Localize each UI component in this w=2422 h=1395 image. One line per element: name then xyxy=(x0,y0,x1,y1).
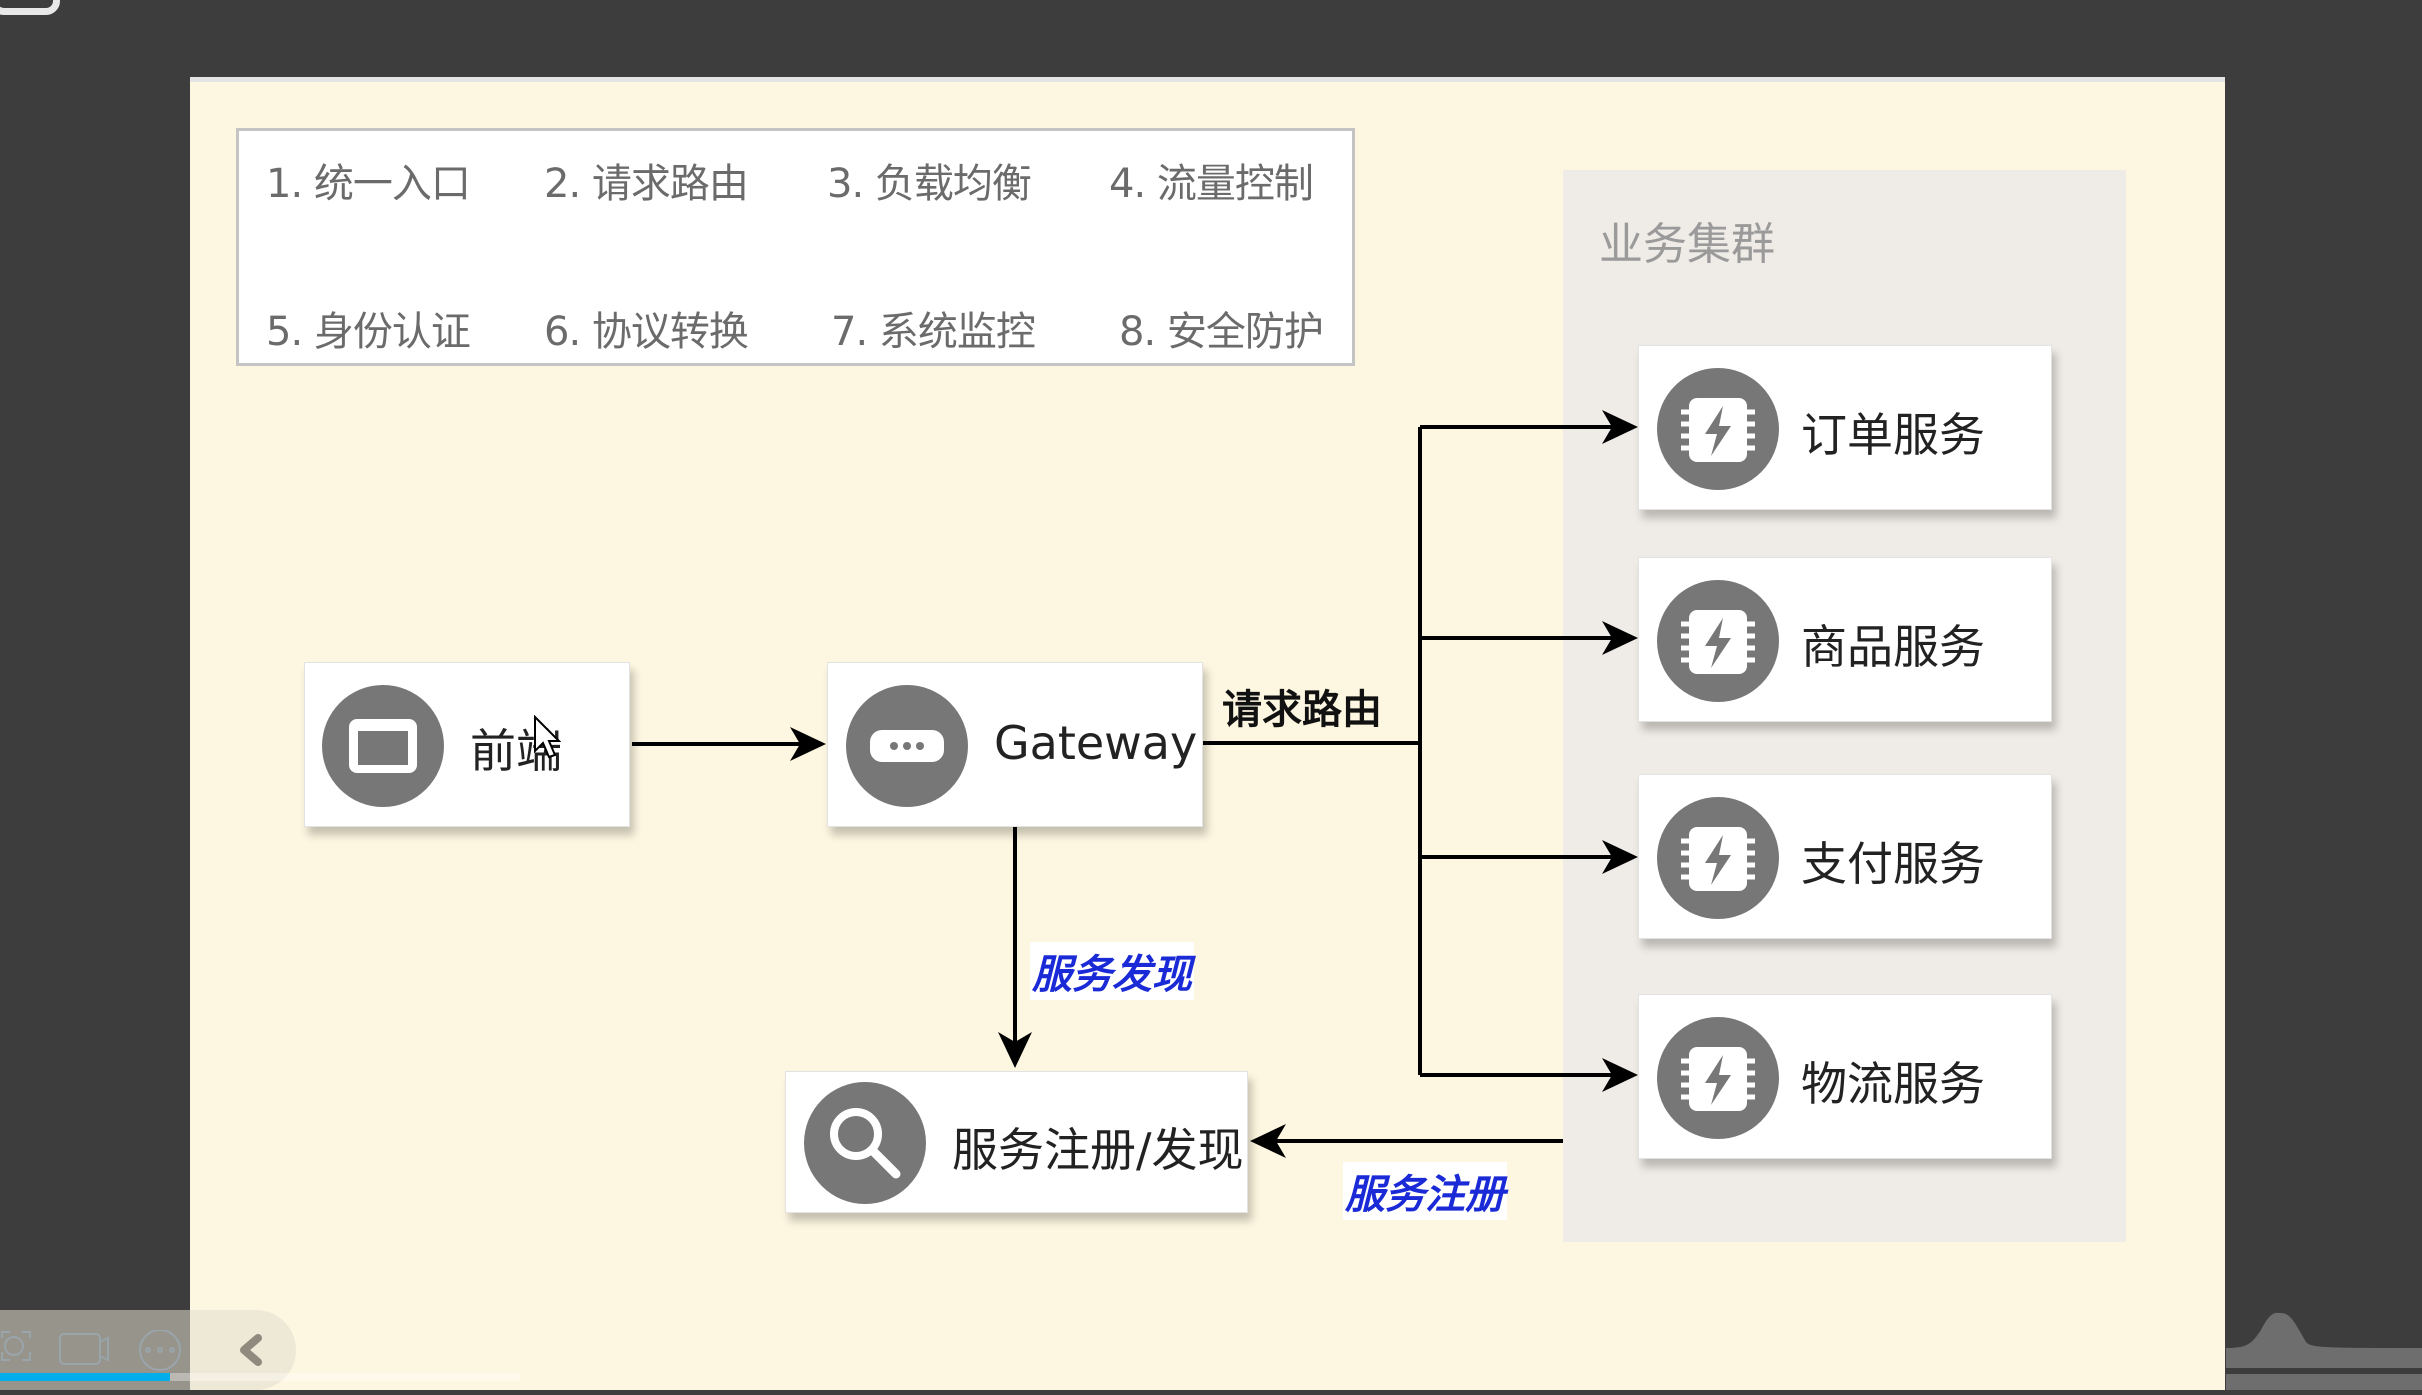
screenshot-icon[interactable] xyxy=(1,1331,31,1361)
gateway-node[interactable]: Gateway xyxy=(827,662,1203,827)
service-node[interactable]: 订单服务 xyxy=(1638,345,2052,510)
heat-waveform xyxy=(2226,1312,2422,1390)
arrowhead xyxy=(1250,1124,1286,1158)
app-logo-fragment xyxy=(0,0,60,15)
progress-track[interactable] xyxy=(0,1373,520,1381)
feature-item: 4. 流量控制 xyxy=(1109,161,1314,207)
feature-item: 3. 负载均衡 xyxy=(827,161,1032,207)
arrowhead xyxy=(1602,840,1638,874)
service-label: 商品服务 xyxy=(1801,620,1985,674)
microservice-chip-icon xyxy=(1657,368,1779,490)
arrowhead xyxy=(1602,1058,1638,1092)
gateway-label: Gateway xyxy=(994,716,1198,770)
mouse-cursor-icon xyxy=(534,715,561,759)
arrowhead xyxy=(790,727,826,761)
feature-item: 1. 统一入口 xyxy=(266,161,471,207)
service-node[interactable]: 物流服务 xyxy=(1638,994,2052,1159)
microservice-chip-icon xyxy=(1657,797,1779,919)
registry-node[interactable]: 服务注册/发现 xyxy=(785,1071,1248,1213)
frontend-node[interactable]: 前端 xyxy=(304,662,630,827)
service-label: 物流服务 xyxy=(1801,1057,1985,1111)
microservice-chip-icon xyxy=(1657,580,1779,702)
edge-label-registration: 服务注册 xyxy=(1343,1162,1507,1220)
feature-item: 2. 请求路由 xyxy=(544,161,749,207)
service-label: 订单服务 xyxy=(1801,408,1985,462)
service-label: 支付服务 xyxy=(1801,837,1985,891)
more-icon[interactable] xyxy=(139,1330,181,1371)
arrowhead xyxy=(1602,621,1638,655)
connectors xyxy=(632,410,1638,1158)
feature-item: 5. 身份认证 xyxy=(266,309,471,355)
chevron-left-icon[interactable] xyxy=(240,1334,262,1366)
arrowhead xyxy=(998,1032,1032,1068)
service-node[interactable]: 支付服务 xyxy=(1638,774,2052,939)
microservice-chip-icon xyxy=(1657,1017,1779,1139)
toolbar-icons xyxy=(1,1330,262,1371)
feature-item: 8. 安全防护 xyxy=(1119,309,1324,355)
camera-icon[interactable] xyxy=(59,1333,109,1365)
registry-label: 服务注册/发现 xyxy=(952,1123,1244,1177)
more-dots-icon xyxy=(846,685,968,807)
feature-item: 6. 协议转换 xyxy=(544,309,749,355)
edge-label-discovery: 服务发现 xyxy=(1030,942,1194,1000)
progress-bar[interactable] xyxy=(0,1373,170,1381)
browser-window-icon xyxy=(322,685,444,807)
features-box: 1. 统一入口 2. 请求路由 3. 负载均衡 4. 流量控制 5. 身份认证 … xyxy=(236,128,1355,366)
feature-item: 7. 系统监控 xyxy=(831,309,1036,355)
service-node[interactable]: 商品服务 xyxy=(1638,557,2052,722)
slide-canvas: 1. 统一入口 2. 请求路由 3. 负载均衡 4. 流量控制 5. 身份认证 … xyxy=(190,77,2225,1390)
edge-label-routing: 请求路由 xyxy=(1222,677,1382,735)
search-icon xyxy=(804,1082,926,1204)
arrowhead xyxy=(1602,410,1638,444)
cluster-title: 业务集群 xyxy=(1599,219,1775,270)
